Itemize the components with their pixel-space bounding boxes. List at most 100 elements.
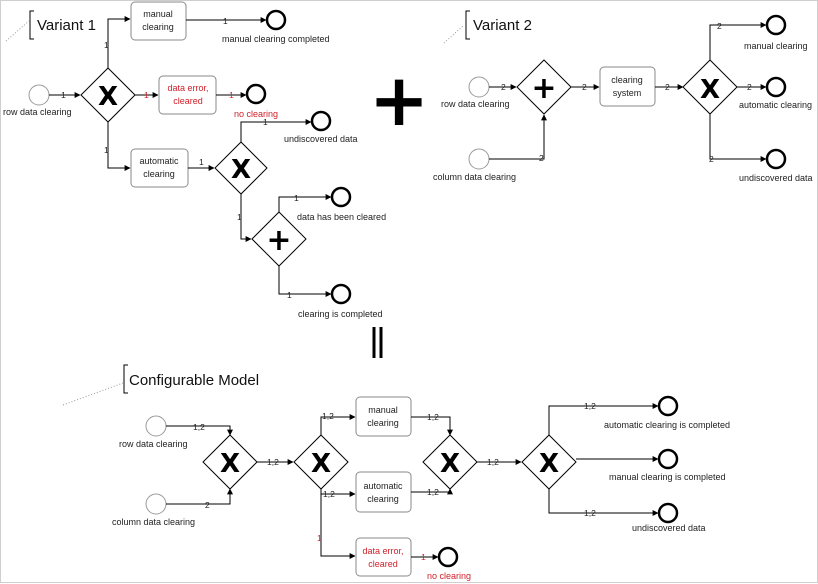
v1-task-error-label-1: data error,: [167, 83, 208, 93]
v1-task-error-label-2: cleared: [173, 96, 203, 106]
v2-edge-gw-undiscovered: [709, 114, 767, 162]
v1-edge-label-red: 1: [229, 90, 234, 100]
variant1-annotation-connector: [5, 20, 30, 42]
variant2-group: Variant 2 row data clearing 2 column dat…: [433, 10, 813, 183]
v1-edge-label: 1: [223, 16, 228, 26]
v2-edge-label: 2: [582, 82, 587, 92]
cfg-task-data-error: [355, 537, 412, 577]
v2-edge-label: 2: [747, 82, 752, 92]
v1-end-data-cleared: [330, 186, 352, 208]
cfg-xor-gateway-join: [202, 434, 258, 490]
v1-start-label: row data clearing: [3, 107, 72, 117]
v1-end-manual: [265, 9, 287, 31]
v1-edge-label: 1: [61, 90, 66, 100]
v1-edge-label: 1: [294, 193, 299, 203]
v1-task-manual-clearing: [130, 1, 187, 41]
v2-end-manual-label: manual clearing: [744, 41, 808, 51]
cfg-task-manual-clearing: [355, 396, 412, 437]
cfg-edge-split-error: [320, 489, 356, 559]
v1-edge-label: 1: [104, 145, 109, 155]
cfg-xor-symbol: X: [311, 449, 331, 479]
v2-end-auto-label: automatic clearing: [739, 100, 812, 110]
cfg-task-error-label-1: data error,: [362, 546, 403, 556]
v1-task-auto-label-1: automatic: [139, 156, 179, 166]
v1-task-data-error: [158, 75, 217, 115]
v2-edge-label: 2: [709, 154, 714, 164]
cfg-edge-label-12: 1,2: [322, 411, 334, 421]
v1-task-manual-label-1: manual: [143, 9, 173, 19]
v2-start-col-label: column data clearing: [433, 172, 516, 182]
cfg-edge-label-12: 1,2: [487, 457, 499, 467]
cfg-start-col: [145, 493, 167, 515]
cfg-end-undiscovered-label: undiscovered data: [632, 523, 706, 533]
v2-parallel-gateway: [516, 59, 572, 115]
v1-edge-par-completed: [278, 266, 332, 297]
v1-edge-label: 1: [237, 212, 242, 222]
cfg-edge-split-manual: [320, 414, 356, 435]
cfg-start-row-label: row data clearing: [119, 439, 188, 449]
variant2-title: Variant 2: [473, 17, 532, 34]
variant1-group: Variant 1 row data clearing 1 X 1 manual…: [3, 1, 386, 319]
cfg-edge-col-gw: [166, 488, 233, 505]
cfg-edge-label-12: 1,2: [267, 457, 279, 467]
v1-edge-gw2-parallel: [240, 194, 252, 242]
cfg-task-manual-label-1: manual: [368, 405, 398, 415]
v1-end-undiscovered: [310, 110, 332, 132]
cfg-xor-symbol: X: [539, 449, 559, 479]
cfg-edge-label-12: 1,2: [427, 487, 439, 497]
v1-edge-label: 1: [287, 290, 292, 300]
v2-edge-label: 2: [501, 82, 506, 92]
v2-start-col: [468, 148, 490, 170]
v2-end-automatic: [765, 76, 787, 98]
cfg-edge-row-gw: [166, 425, 233, 436]
cfg-edge-label-1-red: 1: [317, 533, 322, 543]
cfg-task-automatic-clearing: [355, 471, 412, 513]
v2-edge-label: 2: [539, 153, 544, 163]
v2-edge-label: 2: [665, 82, 670, 92]
cfg-end-no-clearing-label: no clearing: [427, 571, 471, 581]
config-annotation-bracket: [123, 364, 128, 394]
v1-end-no-clearing-label: no clearing: [234, 109, 278, 119]
v2-start-row-label: row data clearing: [441, 99, 510, 109]
v1-xor-symbol: X: [98, 82, 118, 112]
v2-edge-label: 2: [717, 21, 722, 31]
cfg-end-no-clearing: [437, 546, 459, 568]
v1-edge-label: 1: [104, 40, 109, 50]
cfg-edge-label-2: 2: [205, 500, 210, 510]
cfg-start-col-label: column data clearing: [112, 517, 195, 527]
cfg-task-manual-label-2: clearing: [367, 418, 399, 428]
v1-edge-gw-manual: [107, 16, 131, 68]
configurable-group: Configurable Model row data clearing 1,2…: [62, 364, 730, 581]
v1-edge-label: 1: [263, 117, 268, 127]
v1-task-automatic-clearing: [130, 148, 189, 188]
variant2-annotation-bracket: [465, 10, 470, 40]
cfg-edge-manual-join: [411, 416, 453, 436]
v1-end-no-clearing: [245, 83, 267, 105]
v2-edge-gw-manual: [709, 22, 767, 60]
v1-edge-label: 1: [199, 157, 204, 167]
v1-end-manual-label: manual clearing completed: [222, 34, 330, 44]
cfg-end-auto-label: automatic clearing is completed: [604, 420, 730, 430]
v2-end-manual: [765, 14, 787, 36]
cfg-edge-label-12: 1,2: [584, 401, 596, 411]
cfg-edge-final-auto: [548, 403, 659, 435]
v1-xor-symbol-2: X: [231, 155, 251, 185]
cfg-edge-auto-join: [411, 488, 453, 495]
cfg-xor-symbol: X: [220, 449, 240, 479]
cfg-task-auto-label-1: automatic: [363, 481, 403, 491]
v1-edge-label-red: 1: [144, 90, 149, 100]
v1-edge-par-cleared: [278, 194, 332, 212]
v1-start-event: [28, 84, 50, 106]
v1-edge-gw2-undiscovered: [240, 119, 312, 142]
cfg-edge-label-12: 1,2: [193, 422, 205, 432]
variant2-annotation-connector: [443, 24, 465, 44]
v1-end-completed-label: clearing is completed: [298, 309, 383, 319]
v1-end-undiscovered-label: undiscovered data: [284, 134, 358, 144]
cfg-edge-label-12: 1,2: [323, 489, 335, 499]
v2-edge-col-par: [489, 114, 547, 160]
v2-xor-symbol: X: [700, 75, 720, 105]
v1-end-clearing-completed: [330, 283, 352, 305]
v1-end-cleared-label: data has been cleared: [297, 212, 386, 222]
